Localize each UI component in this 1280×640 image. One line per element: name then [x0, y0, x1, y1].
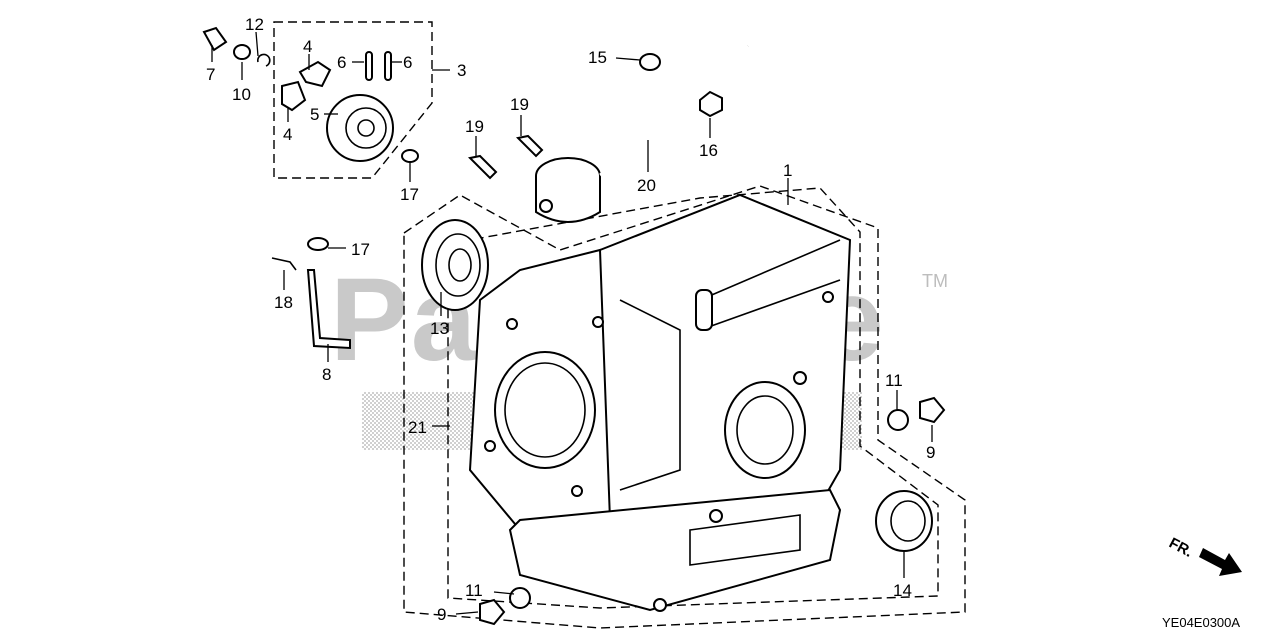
diagram-code: YE04E0300A: [1162, 615, 1240, 630]
callouts: 1 3 4 4 5 6 6 7 8 9 9 10 11 11 12 13 14 …: [206, 15, 935, 624]
callout-3: 3: [457, 61, 466, 80]
bolt-part-9-bottom: [479, 598, 506, 626]
bolt-part-19-a: [515, 134, 544, 158]
callout-16: 16: [699, 141, 718, 160]
leader-lines: [211, 31, 933, 615]
callout-19-lower: 19: [465, 117, 484, 136]
callout-11-bottom: 11: [465, 581, 483, 600]
callout-15: 15: [588, 48, 607, 67]
nut-part-16: [699, 90, 723, 118]
pin-part-b: [384, 51, 392, 81]
callout-19-upper: 19: [510, 95, 529, 114]
callout-17-lower: 17: [351, 240, 370, 259]
front-indicator-label: FR.: [1166, 535, 1195, 561]
callout-4-lower: 4: [283, 125, 292, 144]
crankcase-outline: [447, 187, 939, 609]
pin-part-a: [365, 51, 373, 81]
callout-10: 10: [232, 85, 251, 104]
clip-part-12: [257, 53, 271, 67]
grommet-part-15: [639, 53, 661, 71]
governor-weight-part-lower: [281, 80, 307, 112]
governor-holder-part: [202, 26, 228, 52]
callout-12: 12: [245, 15, 264, 34]
callout-6-left: 6: [337, 53, 346, 72]
washer-part-11-right: [887, 409, 909, 431]
bearing-part: [421, 219, 489, 311]
callout-13: 13: [430, 319, 449, 338]
oil-switch-part: [535, 157, 601, 223]
bolt-part-19-b: [467, 154, 498, 180]
bolt-part-9-right: [919, 396, 946, 424]
breather-tube-part: [306, 269, 351, 350]
washer-part-10: [233, 44, 251, 60]
callout-9-bottom: 9: [437, 605, 446, 624]
callout-6-right: 6: [403, 53, 412, 72]
washer-part-17-upper: [401, 149, 419, 163]
callout-1: 1: [783, 161, 792, 180]
callout-9-right: 9: [926, 443, 935, 462]
governor-gear-part: [326, 94, 394, 162]
washer-part-11-bottom: [509, 587, 531, 609]
front-indicator: FR.: [1166, 535, 1242, 576]
oil-seal-part: [875, 490, 933, 552]
governor-assembly-outline: [273, 21, 433, 179]
callout-11-right: 11: [885, 371, 903, 390]
callout-18: 18: [274, 293, 293, 312]
callout-17-upper: 17: [400, 185, 419, 204]
front-arrow-icon: [1199, 548, 1242, 576]
callout-14: 14: [893, 581, 912, 600]
governor-weight-part: [298, 60, 332, 88]
callout-4-upper: 4: [303, 37, 312, 56]
crankcase-body: [468, 193, 852, 612]
washer-part-17-lower: [307, 237, 329, 251]
callout-20: 20: [637, 176, 656, 195]
crankcase-gasket-outline: [403, 185, 966, 629]
callout-21: 21: [408, 418, 427, 437]
callout-5: 5: [310, 105, 319, 124]
watermark-trademark: TM: [922, 271, 948, 291]
clip-part-18: [271, 257, 297, 271]
callout-7: 7: [206, 65, 215, 84]
callout-8: 8: [322, 365, 331, 384]
